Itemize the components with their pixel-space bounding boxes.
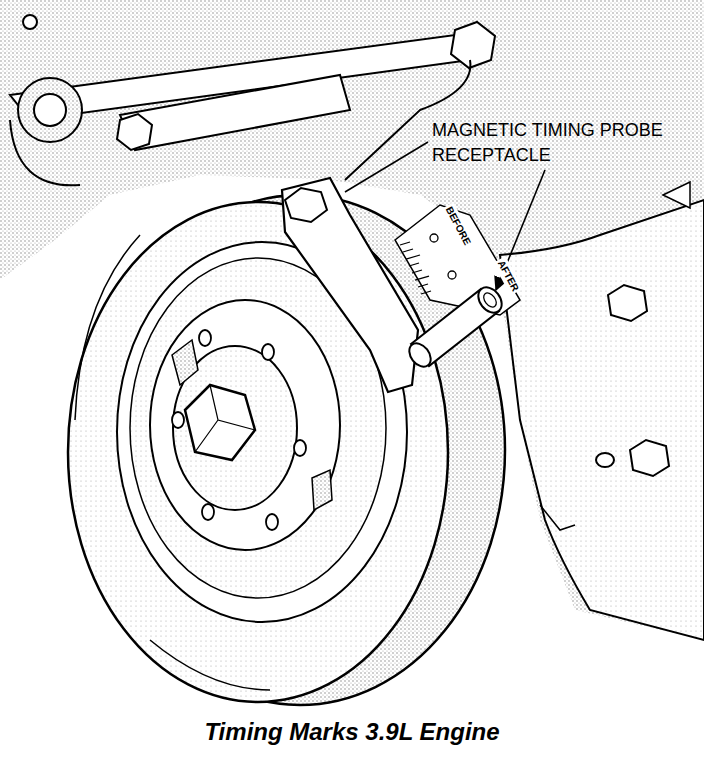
scale-mark — [430, 234, 438, 242]
bolt-hole — [596, 453, 614, 467]
bolt-head — [117, 114, 152, 150]
receptacle-base — [405, 339, 435, 371]
bolt-head — [451, 22, 495, 68]
scale-mark — [448, 271, 456, 279]
hub-slot — [312, 470, 332, 510]
idler-arc — [10, 120, 80, 185]
hub-slot — [172, 340, 198, 385]
lower-arm — [120, 75, 350, 150]
probe-bracket — [282, 178, 418, 392]
crank-bolt — [185, 385, 255, 460]
receptacle-bore — [481, 291, 499, 310]
callout-label: MAGNETIC TIMING PROBE RECEPTACLE — [432, 118, 667, 168]
bracket-bolt — [285, 188, 327, 222]
damper-face — [68, 202, 448, 702]
pulley-ring — [34, 94, 66, 126]
bolt-head — [608, 285, 647, 321]
pulley-ring — [18, 78, 82, 142]
figure-caption: Timing Marks 3.9L Engine — [0, 718, 704, 746]
cover-arrow — [663, 182, 690, 208]
rim-edge — [150, 640, 270, 690]
leader-line — [345, 142, 428, 192]
bolt-head — [630, 440, 669, 476]
receptacle-end — [474, 283, 507, 317]
bolt-hole — [23, 15, 37, 29]
timing-ticks — [400, 242, 431, 294]
hub — [150, 300, 340, 550]
wire — [540, 505, 575, 530]
bolt-holes — [172, 330, 306, 530]
crank-bolt-face — [195, 385, 255, 452]
front-cover — [500, 200, 704, 640]
